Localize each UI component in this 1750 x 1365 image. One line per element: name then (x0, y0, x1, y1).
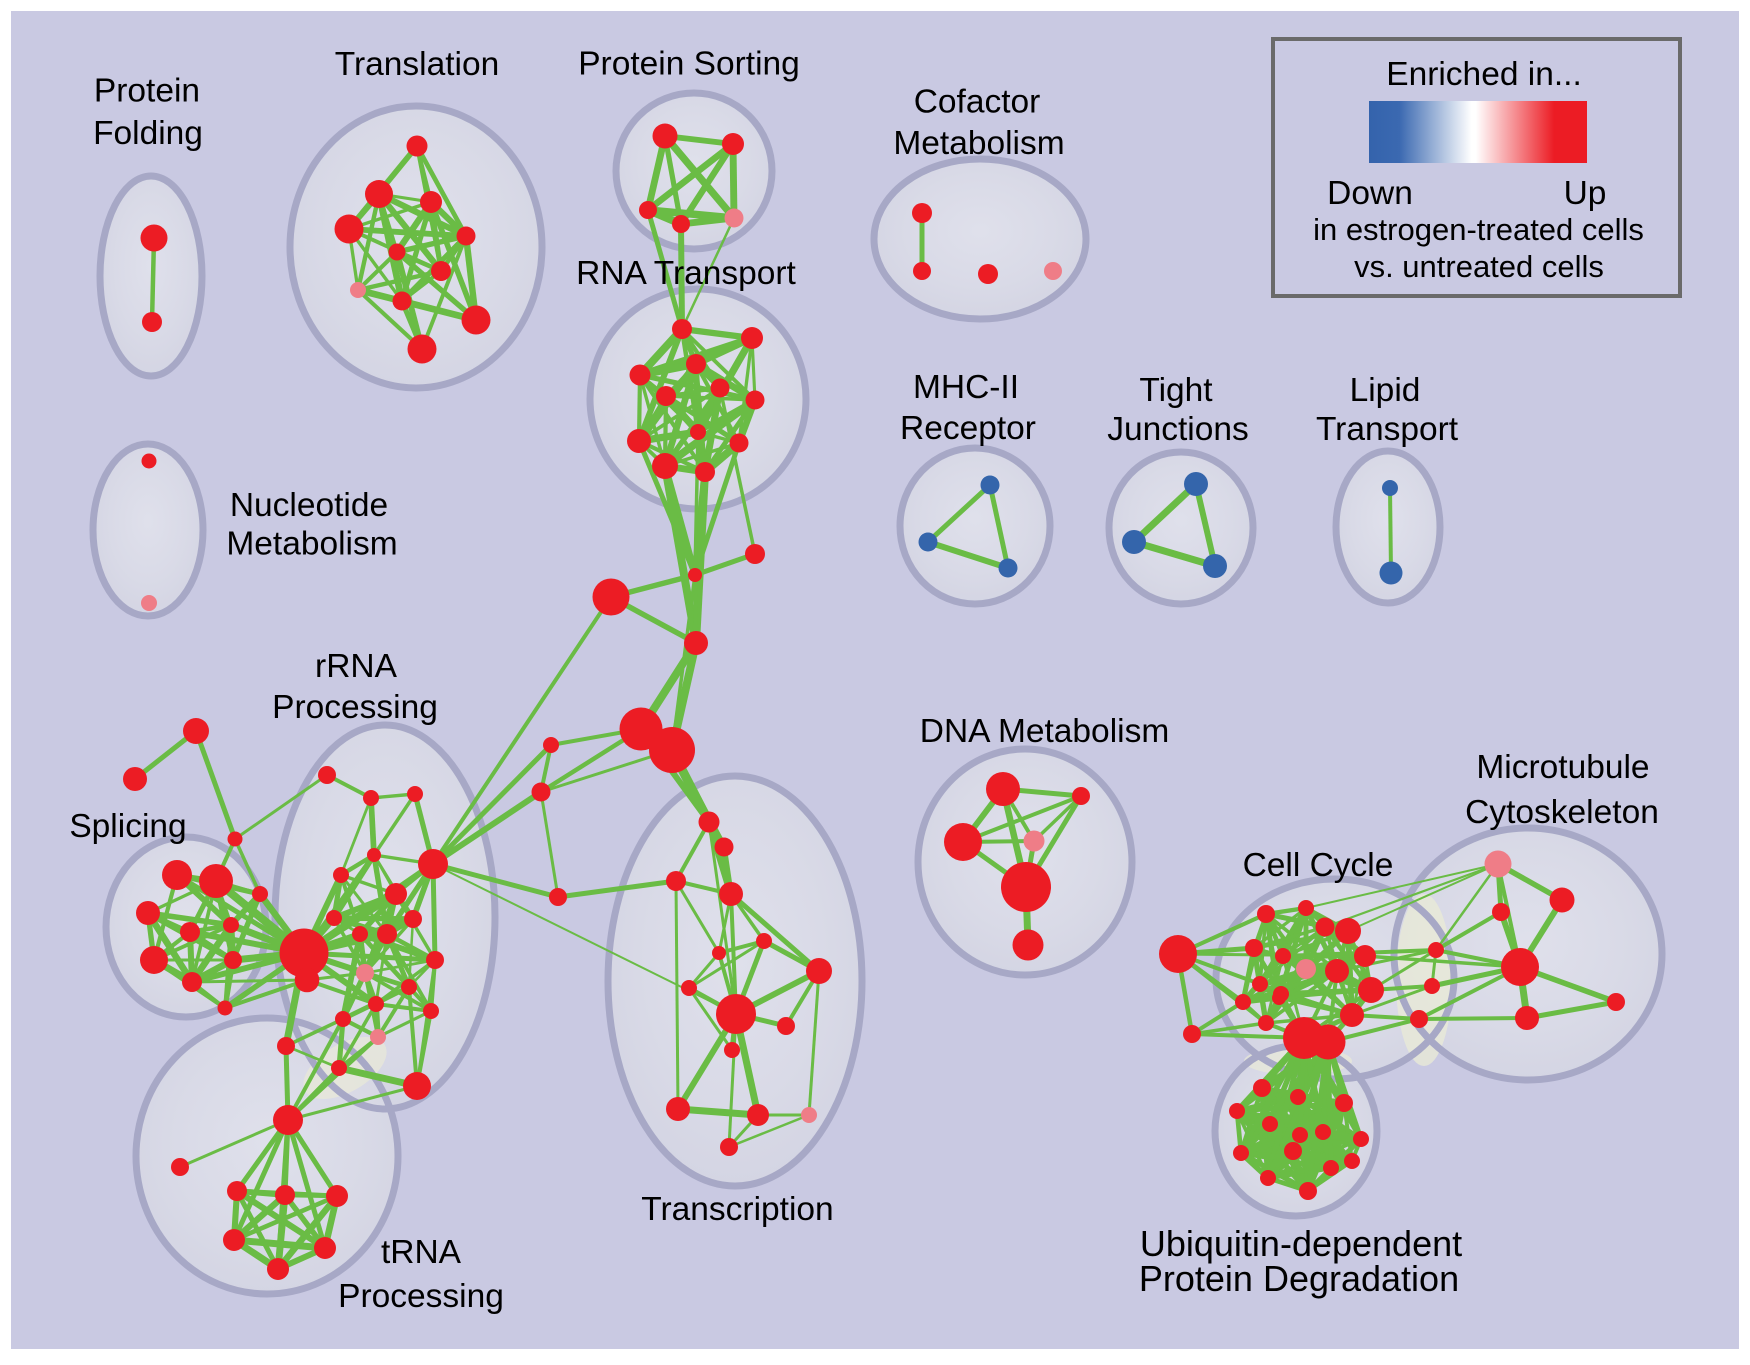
svg-text:Cofactor: Cofactor (914, 84, 1041, 121)
svg-text:Tight: Tight (1139, 372, 1213, 409)
svg-text:Cell Cycle: Cell Cycle (1243, 847, 1394, 884)
svg-text:Splicing: Splicing (69, 808, 186, 845)
svg-text:Transcription: Transcription (641, 1191, 833, 1228)
svg-text:DNA Metabolism: DNA Metabolism (920, 713, 1169, 750)
svg-text:Protein Sorting: Protein Sorting (578, 46, 800, 83)
svg-text:Cytoskeleton: Cytoskeleton (1465, 794, 1659, 831)
svg-text:Protein: Protein (94, 73, 200, 110)
svg-text:Junctions: Junctions (1107, 411, 1249, 448)
svg-text:Transport: Transport (1316, 411, 1459, 448)
svg-text:Lipid: Lipid (1350, 372, 1421, 409)
svg-text:Down: Down (1327, 175, 1413, 212)
svg-text:rRNA: rRNA (315, 648, 398, 685)
svg-text:Folding: Folding (93, 115, 203, 152)
svg-text:Metabolism: Metabolism (893, 125, 1064, 162)
svg-text:Processing: Processing (272, 689, 438, 726)
svg-text:Protein Degradation: Protein Degradation (1139, 1258, 1459, 1299)
svg-text:Metabolism: Metabolism (226, 526, 397, 563)
svg-text:in estrogen-treated cells: in estrogen-treated cells (1313, 212, 1644, 247)
svg-text:Translation: Translation (335, 46, 499, 83)
svg-text:Microtubule: Microtubule (1476, 749, 1649, 786)
svg-text:Receptor: Receptor (900, 410, 1036, 447)
svg-text:RNA Transport: RNA Transport (576, 255, 796, 292)
svg-text:vs. untreated cells: vs. untreated cells (1354, 249, 1604, 284)
svg-text:Processing: Processing (338, 1278, 504, 1315)
svg-text:Nucleotide: Nucleotide (230, 487, 388, 524)
svg-text:Ubiquitin-dependent: Ubiquitin-dependent (1140, 1223, 1462, 1264)
svg-text:tRNA: tRNA (381, 1234, 462, 1271)
svg-text:Up: Up (1564, 175, 1607, 212)
svg-text:Enriched in...: Enriched in... (1386, 56, 1582, 93)
svg-text:MHC-II: MHC-II (913, 369, 1019, 406)
